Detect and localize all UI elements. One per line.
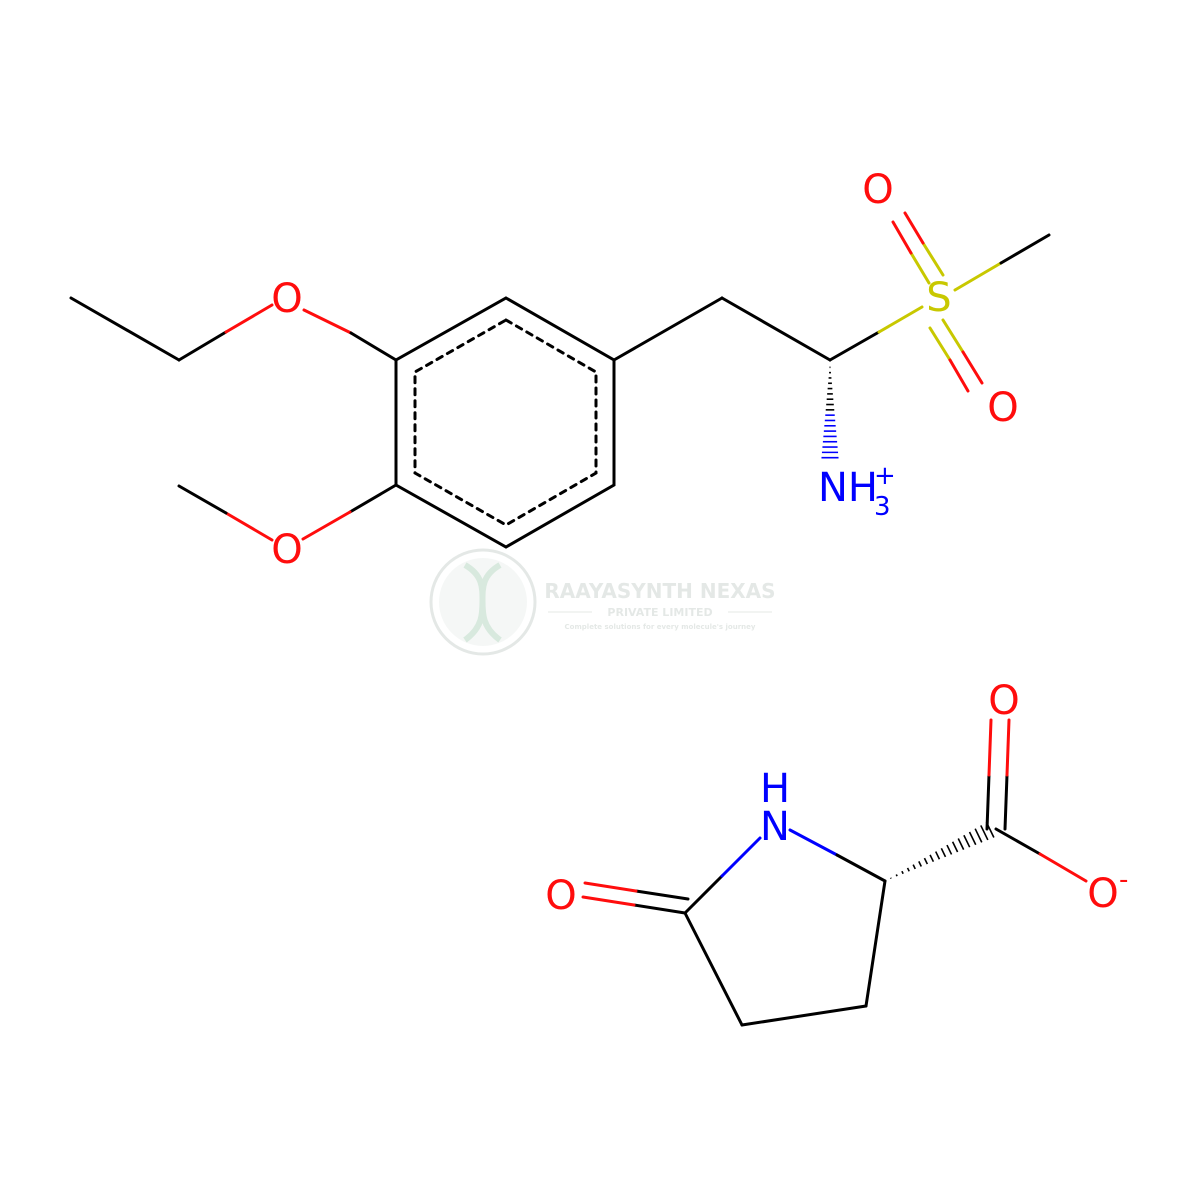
atom-methoxy-oxygen: O (271, 527, 302, 573)
wedge-hash-line (906, 867, 910, 872)
bond-chiral-c-s (828, 330, 881, 362)
atom-lactam-oxygen: O (545, 873, 576, 919)
atom-carboxylate-oxygen: O (1087, 871, 1118, 917)
watermark-dna-icon (463, 562, 502, 643)
wedge-hash-line (929, 854, 935, 863)
wedge-hash-line (974, 828, 983, 843)
bond-ring-ch2 (612, 296, 724, 362)
bond-s-ch3-black (999, 233, 1051, 265)
bond-s-o-bottom-a-red (961, 350, 984, 385)
atom-ammonium-h-count: 3 (874, 492, 891, 522)
atom-carbonyl-oxygen: O (988, 678, 1019, 724)
bond-alpha-c-cb (864, 879, 887, 1008)
bond-ch2-o-ethoxy (177, 330, 228, 362)
bond-chiral-c-s-yellow (877, 305, 924, 334)
bond-carbonyl-c-n-blue (720, 836, 762, 878)
wedge-hash-line (957, 838, 965, 850)
bond-s-o-bottom-b-red (948, 358, 970, 393)
bond-ring-o-methoxy (348, 483, 398, 514)
bond-carboxyl-c-o-double-b-red (1005, 718, 1011, 777)
bond-n-alpha-c-blue (788, 828, 839, 857)
atom-carboxylate-charge: - (1119, 865, 1128, 895)
cation-molecule: O O S O O NH 3 + (69, 167, 1051, 573)
bond-n-alpha-c (835, 853, 887, 883)
bond-carboxyl-c-o-double-b (1003, 773, 1009, 831)
bond-s-o-bottom-b (928, 326, 952, 362)
atom-sulfonyl-oxygen-top: O (862, 167, 893, 213)
atom-sulfur: S (926, 275, 951, 321)
bond-s-ch3 (953, 261, 1003, 292)
wedge-hash-line (963, 834, 971, 848)
wedge-hash-line (980, 825, 989, 841)
watermark: RAAYASYNTH NEXAS PRIVATE LIMITED Complet… (429, 548, 776, 656)
watermark-company: RAAYASYNTH NEXAS (544, 579, 775, 603)
atom-ethoxy-oxygen: O (271, 276, 302, 322)
watermark-subtitle: PRIVATE LIMITED (607, 606, 712, 619)
watermark-tagline: Complete solutions for every molecule's … (565, 623, 756, 631)
bond-lactam-co-a (632, 903, 687, 915)
bond-o-ch3-methoxy-red (224, 511, 274, 542)
bond-s-o-top-b-red (903, 211, 925, 245)
bond-ring-o-methoxy-red (301, 510, 352, 541)
bond-s-o-top-b (921, 241, 945, 277)
bond-cg-carbonyl-c (683, 911, 744, 1027)
bond-ch2-chiral-c (720, 296, 832, 362)
bond-lactam-co-a-red (581, 895, 636, 907)
watermark-logo-ring (429, 548, 537, 656)
bond-carboxyl-c-o-double-a (985, 773, 991, 831)
atom-sulfonyl-oxygen-bottom: O (987, 385, 1018, 431)
bond-carboxyl-c-o-minus-red (1038, 852, 1088, 883)
bond-ethyl-ch3-ch2 (69, 296, 181, 362)
bond-s-o-bottom-a (941, 318, 965, 354)
hashed-wedge-bond-carboxyl (889, 821, 995, 879)
wedge-hash-line (934, 851, 941, 860)
bond-o-ch3-methoxy (177, 484, 228, 515)
atom-lactam-nitrogen: N (760, 804, 790, 850)
wedge-hash-line (912, 864, 916, 870)
wedge-hash-line (895, 874, 898, 877)
benzene-ring (394, 296, 616, 549)
bond-carboxyl-c-o-minus (994, 827, 1042, 856)
wedge-hash-line (951, 841, 959, 853)
anion-molecule: N H O O O - (545, 678, 1128, 1027)
wedge-hash-line (940, 847, 947, 858)
atom-lactam-hydrogen: H (760, 766, 790, 812)
wedge-hash-line (946, 844, 953, 855)
atom-ammonium-charge: + (874, 461, 896, 491)
bond-ch2-o-ethoxy-red (224, 303, 274, 334)
bond-lactam-co-b-red (583, 881, 638, 893)
hashed-wedge-bond-nh3 (821, 366, 839, 459)
bond-s-o-top-a (909, 251, 931, 285)
bond-o-ring-ethoxy (349, 331, 398, 362)
bond-lactam-co-b (634, 889, 690, 901)
wedge-hash-line (901, 870, 904, 875)
bond-o-ring-ethoxy-red (302, 308, 353, 335)
bond-carbonyl-c-n (683, 874, 724, 915)
bond-s-o-top-a-red (891, 220, 913, 255)
wedge-hash-line (918, 861, 923, 867)
bond-carboxyl-c-o-double-a-red (987, 718, 993, 777)
bond-cb-cg (740, 1004, 868, 1027)
wedge-hash-line (923, 857, 929, 865)
atom-ammonium-nh: NH (818, 465, 878, 511)
wedge-hash-line (968, 831, 977, 846)
benzene-aromatic-inner (413, 318, 598, 527)
